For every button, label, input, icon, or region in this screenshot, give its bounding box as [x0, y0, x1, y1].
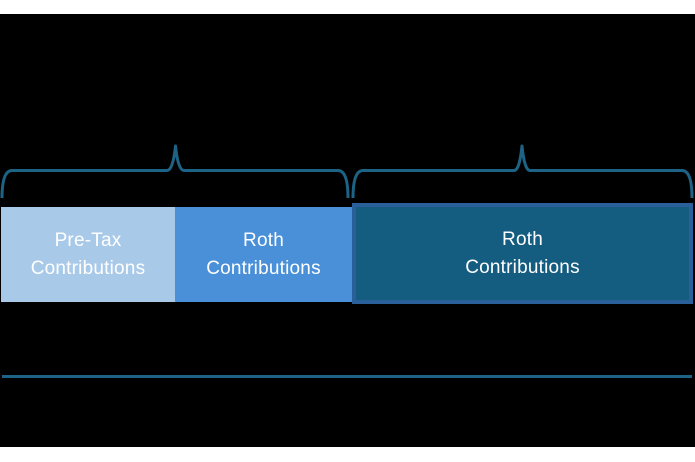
left-curly-brace [0, 144, 350, 199]
right-curly-brace-path [351, 144, 694, 199]
segment-label-line: Contributions [465, 256, 580, 278]
segment-label-line: Roth [502, 228, 543, 250]
segment-label-line: Roth [243, 229, 284, 251]
segment-label-line: Pre-Tax [54, 229, 122, 251]
divider-line [2, 375, 692, 378]
segment-label-line: Contributions [30, 257, 146, 279]
right-curly-brace [351, 144, 694, 199]
segment-roth-contributions-2: Roth Contributions [352, 203, 693, 304]
bottom-white-strip [0, 447, 695, 462]
top-white-strip [0, 0, 695, 14]
left-curly-brace-path [0, 144, 350, 199]
segment-pre-tax-contributions: Pre-Tax Contributions [1, 207, 175, 302]
segment-roth-contributions-1: Roth Contributions [175, 207, 352, 302]
segment-label-line: Contributions [206, 257, 321, 279]
